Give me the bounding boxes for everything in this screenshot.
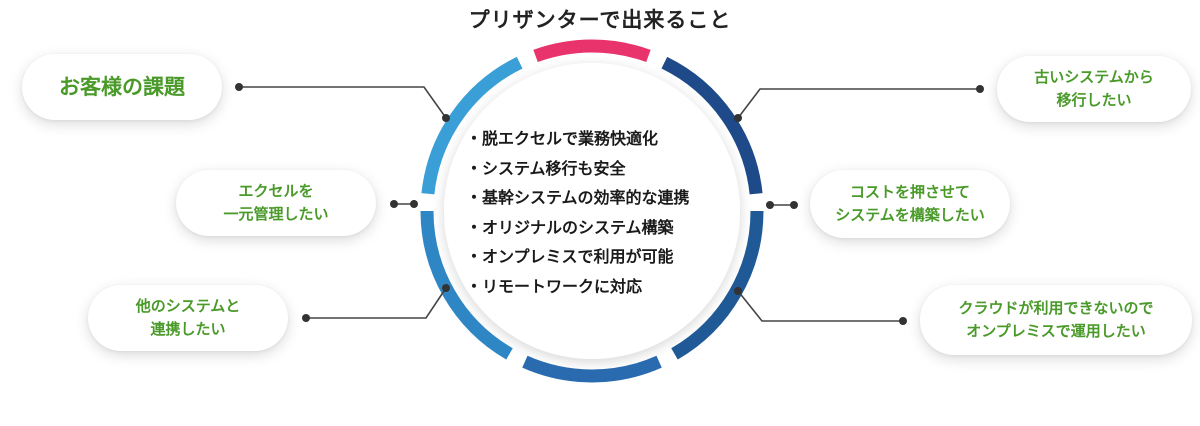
feature-item: オリジナルのシステム構築 [466,213,756,243]
dot-left-2b [410,200,418,208]
pill-line: エクセルを [238,182,314,200]
ring-segment-left-bottom [420,210,513,360]
dot-right-1a [734,114,742,122]
pill-low-cost-build: コストを押させて システムを構築したい [810,170,1010,238]
pill-system-integration: 他のシステムと 連携したい [88,285,288,351]
pill-line: お客様の課題 [59,74,185,99]
pill-line: 移行したい [1056,91,1132,109]
dot-left-2a [390,200,398,208]
dot-left-1b [442,114,450,122]
connector-left-3 [306,287,447,319]
connector-right-3 [737,290,903,322]
pill-line: クラウドが利用できないので [958,299,1154,317]
dot-right-1b [976,85,984,93]
ring-segment-top [533,39,651,63]
ring-segment-bottom [522,355,662,383]
dot-left-1a [235,83,243,91]
feature-item: 脱エクセルで業務快適化 [466,124,756,154]
pill-on-premise: クラウドが利用できないので オンプレミスで運用したい [920,285,1192,355]
pill-system-migration: 古いシステムから 移行したい [997,56,1191,122]
pill-customer-issues: お客様の課題 [22,54,222,120]
pill-line: 他のシステムと [135,297,241,315]
pill-line: 連携したい [150,320,226,338]
pill-line: 一元管理したい [223,205,329,223]
pill-line: システムを構築したい [835,206,985,224]
pill-excel-management: エクセルを 一元管理したい [176,170,376,236]
pill-line: 古いシステムから [1034,68,1154,86]
feature-item: 基幹システムの効率的な連携 [466,183,756,213]
feature-item: オンプレミスで利用が可能 [466,242,756,272]
dot-right-2b [790,201,798,209]
dot-right-2a [766,201,774,209]
dot-right-3b [899,317,907,325]
feature-item: リモートワークに対応 [466,272,756,302]
dot-left-3b [442,284,450,292]
feature-list: 脱エクセルで業務快適化 システム移行も安全 基幹システムの効率的な連携 オリジナ… [466,124,756,301]
dot-left-3a [302,314,310,322]
connector-right-1 [737,88,980,119]
diagram-title: プリザンターで出来ること [468,8,732,32]
ring-segment-left-top [421,56,523,195]
pill-line: オンプレミスで運用したい [966,322,1146,340]
feature-item: システム移行も安全 [466,154,756,184]
pill-line: コストを押させて [849,183,970,201]
connector-left-1 [239,86,447,119]
